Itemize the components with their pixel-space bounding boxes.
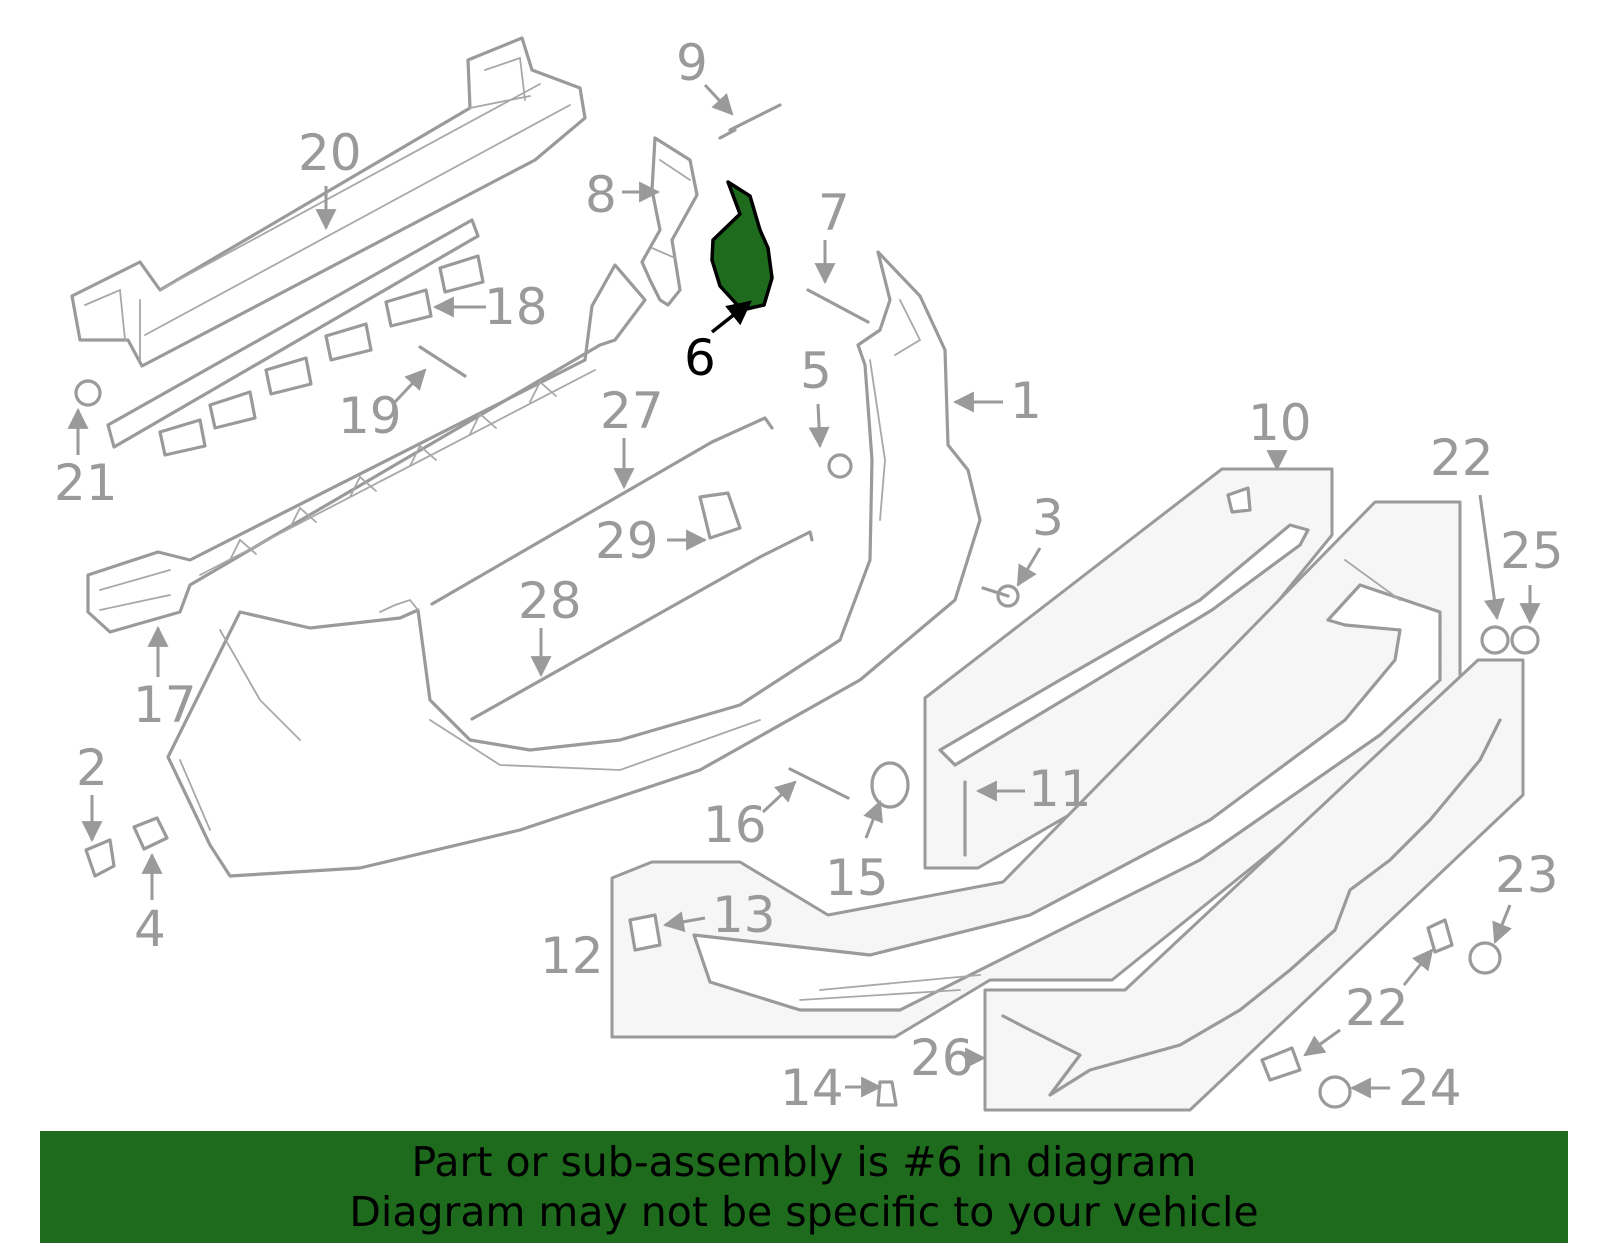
callout-9: 9 (676, 34, 708, 92)
part-26-harness (1001, 718, 1502, 1097)
callout-14: 14 (780, 1059, 844, 1117)
group-box-26 (983, 658, 1525, 1112)
part-8-bracket (640, 136, 699, 307)
callout-3: 3 (1032, 489, 1064, 547)
part-20-bumper-reinforcement (70, 36, 587, 368)
callout-17: 17 (133, 676, 197, 734)
notice-banner: Part or sub-assembly is #6 in diagram Di… (40, 1131, 1568, 1243)
part-27-wiring (430, 416, 774, 606)
part-17-lower-absorber (86, 263, 647, 634)
callout-16: 16 (703, 796, 767, 854)
part-6-highlighted-bracket (710, 180, 774, 312)
callout-6: 6 (684, 329, 716, 387)
part-29-connector (698, 491, 742, 540)
callout-12: 12 (540, 927, 604, 985)
callout-8: 8 (585, 166, 617, 224)
callout-11: 11 (1028, 760, 1092, 818)
part-10-mounting-strip (938, 486, 1310, 767)
callout-19: 19 (338, 387, 402, 445)
callout-24: 24 (1398, 1059, 1462, 1117)
callout-20: 20 (298, 124, 362, 182)
group-box-12 (610, 500, 1462, 1039)
part-28-wiring (470, 530, 814, 721)
callout-22-upper: 22 (1430, 429, 1494, 487)
callout-4: 4 (134, 900, 166, 958)
callout-22-lower: 22 (1345, 979, 1409, 1037)
callout-2: 2 (76, 739, 108, 797)
callout-21: 21 (54, 454, 118, 512)
callout-29: 29 (595, 512, 659, 570)
part-18-energy-absorber (106, 218, 485, 457)
callout-25: 25 (1500, 522, 1564, 580)
callout-15: 15 (825, 849, 889, 907)
callout-1: 1 (1010, 372, 1042, 430)
callout-18: 18 (484, 278, 548, 336)
banner-line-1: Part or sub-assembly is #6 in diagram (411, 1138, 1197, 1186)
callout-26: 26 (910, 1029, 974, 1087)
callout-13: 13 (712, 886, 776, 944)
part-12-lower-valance (692, 559, 1442, 1012)
banner-line-2: Diagram may not be specific to your vehi… (349, 1188, 1259, 1236)
leader-arrows (67, 83, 1541, 1099)
callout-10: 10 (1248, 394, 1312, 452)
fasteners (74, 103, 1540, 1109)
part-1-bumper-cover (166, 250, 982, 878)
callout-7: 7 (818, 184, 850, 242)
callout-27: 27 (600, 382, 664, 440)
callout-5: 5 (800, 342, 832, 400)
callout-23: 23 (1495, 846, 1559, 904)
callout-28: 28 (518, 572, 582, 630)
